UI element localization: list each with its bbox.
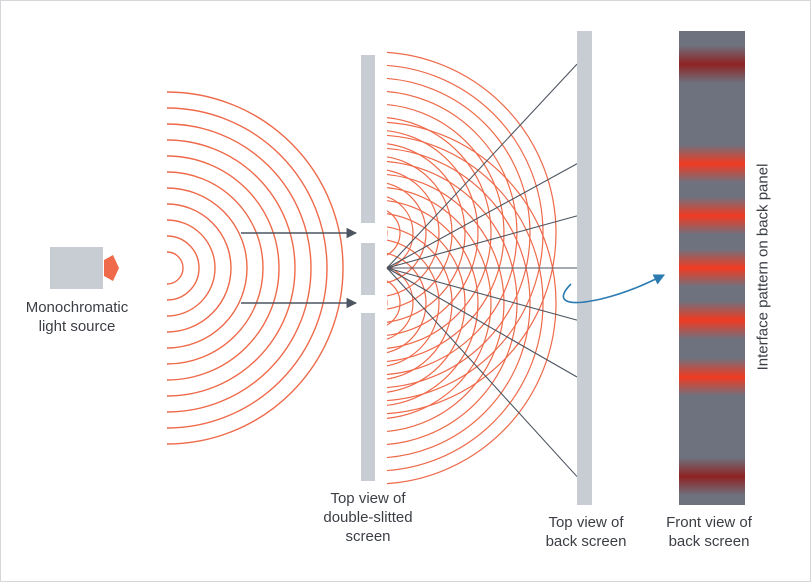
incident-wavefront [166,219,216,317]
incident-wavefront [166,187,248,349]
slit-screen-label: Top view of double-slitted screen [306,489,430,546]
lower-slit-wavefront [387,239,440,367]
incident-wavefront [166,203,232,333]
back-screen-front-label-line1: Front view of [666,514,752,531]
incident-wavefront [166,155,280,381]
light-source-label-line1: Monochromatic [25,299,129,316]
upper-slit-wavefront [387,229,388,237]
double-slit-screen [361,55,375,481]
lower-slit-wavefront [387,147,531,459]
slit-screen-middle [361,243,375,295]
incident-wavefront [166,91,344,445]
light-source-beam-icon [104,255,119,281]
slit-screen-label-line2: double-slitted [323,509,413,526]
back-screen-top-view [577,31,592,505]
slit-screen-label-line3: screen [345,528,391,545]
slit-screen-bottom [361,313,375,481]
light-source-label-line2: light source [38,318,116,335]
lower-slit-wavefront [387,200,479,406]
incident-wavefront [166,251,184,285]
upper-slit-wavefront [387,169,440,297]
lower-slit-wavefront [387,134,544,472]
incident-wavefronts [166,91,344,445]
pattern-arrow [562,274,666,304]
interference-rays [386,63,578,477]
slit-screen-label-line1: Top view of [330,490,406,507]
incident-wavefront [166,171,264,365]
interference-ray [386,63,578,269]
upper-slit-wavefront [387,210,401,256]
lower-slit-wavefront [387,174,505,432]
upper-slit-wavefront [387,64,544,402]
back-screen-front-label: Front view of back screen [653,513,765,551]
upper-slit-wavefront [387,90,518,376]
back-screen-top-label-line2: back screen [545,533,627,550]
lower-slit-wavefront [387,213,466,393]
back-screen-top-label-line1: Top view of [548,514,624,531]
light-source [50,247,119,289]
interference-ray [386,267,578,321]
lower-slit-wavefront [387,280,401,326]
slit-screen-top [361,55,375,223]
upper-slit-wavefront [387,104,505,362]
lower-slit-wavefront [387,160,518,446]
incident-wavefront [166,235,200,301]
upper-slit-wavefront [387,156,453,310]
interference-pattern-label: Interface pattern on back panel [754,163,772,371]
incident-wavefront [166,123,312,413]
upper-slit-wavefront [387,143,466,323]
light-source-box [50,247,103,289]
lower-slit-wavefront [387,187,492,419]
interference-ray [386,163,578,269]
incident-wavefront [166,107,328,429]
upper-slit-wavefront [387,77,531,389]
lower-slit-wavefront [387,121,557,485]
diffracted-wavefronts [387,51,557,485]
light-source-label: Monochromatic light source [21,298,133,336]
lower-slit-wavefront [387,299,388,307]
interference-ray [386,267,578,477]
interference-ray [386,267,578,378]
back-screen-front-view [679,31,745,505]
upper-slit-wavefront [387,51,557,415]
interference-ray [386,215,578,269]
lower-slit-wavefront [387,226,453,380]
incident-wavefront [166,139,296,397]
back-screen-top-label: Top view of back screen [531,513,641,551]
back-screen-front-label-line2: back screen [668,533,750,550]
